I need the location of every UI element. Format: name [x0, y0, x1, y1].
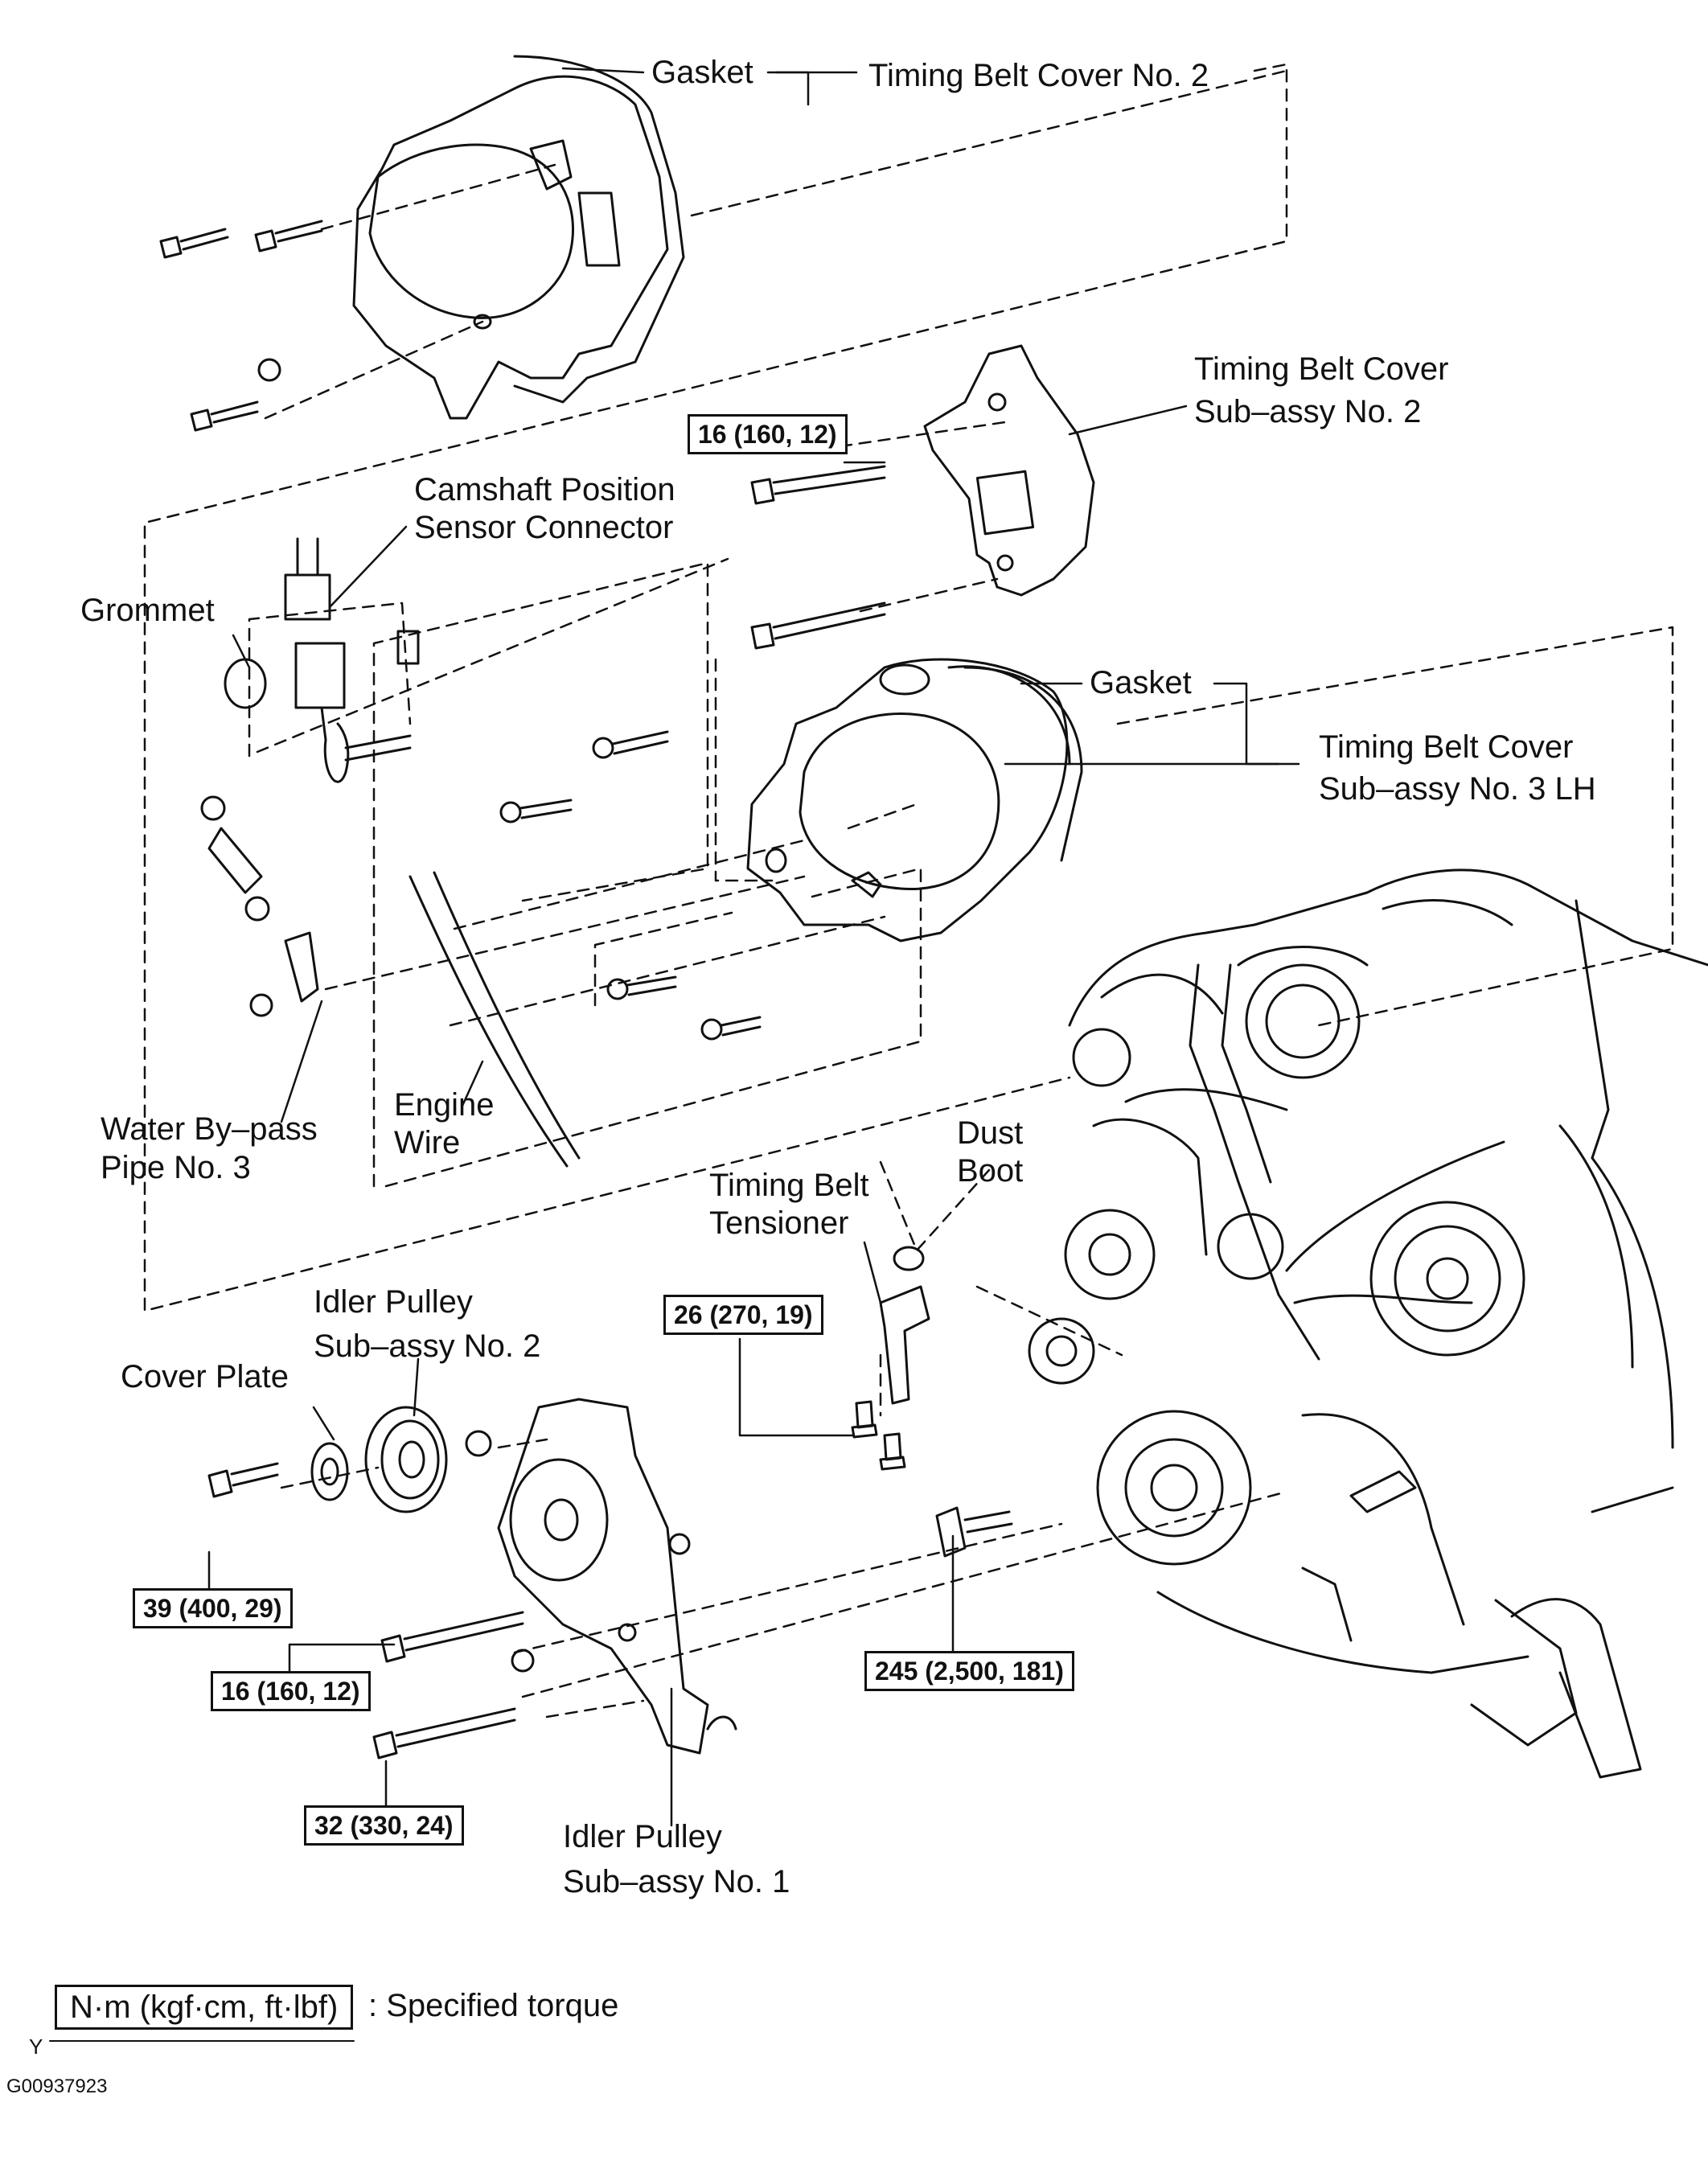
torque-box: 16 (160, 12): [688, 414, 848, 454]
idler-pulleys: [207, 1406, 492, 1513]
tensioner: [851, 1246, 930, 1471]
torque-box: 39 (400, 29): [133, 1588, 293, 1628]
timing-belt-cover-no2: [352, 55, 685, 420]
dashed-leaders: [143, 63, 1674, 1718]
crank-bolt: [935, 1506, 1013, 1558]
label-water-bypass-line2: Pipe No. 3: [101, 1150, 251, 1185]
torque-box: 26 (270, 19): [663, 1295, 823, 1335]
engine-wire: [409, 871, 581, 1168]
idler-bracket: [372, 1398, 737, 1760]
label-engine-wire-line2: Wire: [394, 1125, 461, 1160]
torque-box: 245 (2,500, 181): [864, 1651, 1074, 1691]
bolts-cover-no3: [499, 730, 762, 1041]
torque-box: 16 (160, 12): [211, 1671, 371, 1711]
engine-block: [1028, 868, 1708, 1779]
label-timing-belt-cover-no2: Timing Belt Cover No. 2: [868, 58, 1209, 93]
label-grommet: Grommet: [80, 593, 215, 628]
label-idler-no1-line1: Idler Pulley: [563, 1819, 722, 1854]
timing-belt-cover-no3: [746, 658, 1083, 942]
bolts-cover-no2: [750, 465, 886, 650]
label-tensioner-line2: Tensioner: [709, 1205, 849, 1241]
label-idler-no1-line2: Sub–assy No. 1: [563, 1864, 790, 1899]
label-cover-no3-line2: Sub–assy No. 3 LH: [1319, 771, 1596, 807]
legend-torque-box: N·m (kgf·cm, ft·lbf): [55, 1985, 354, 2030]
label-cover-no3-line1: Timing Belt Cover: [1319, 729, 1574, 765]
label-cover-subassy-no2-line1: Timing Belt Cover: [1194, 351, 1449, 387]
label-gasket-top: Gasket: [651, 55, 753, 90]
label-gasket-mid: Gasket: [1090, 665, 1192, 700]
label-camshaft-sensor-line1: Camshaft Position: [414, 472, 675, 507]
timing-belt-cover-subassy-no2: [923, 344, 1095, 597]
corner-mark: Y: [29, 2035, 43, 2059]
label-camshaft-sensor-line2: Sensor Connector: [414, 510, 674, 545]
label-engine-wire-line1: Engine: [394, 1087, 495, 1123]
torque-box: 32 (330, 24): [304, 1805, 464, 1846]
bolts-top: [159, 220, 323, 432]
label-dust-boot-line2: Boot: [957, 1153, 1024, 1189]
water-bypass-pipe: [200, 795, 319, 1017]
sensor-connector: [224, 537, 420, 783]
label-idler-no2-line2: Sub–assy No. 2: [314, 1328, 541, 1364]
label-tensioner-line1: Timing Belt: [709, 1168, 869, 1203]
solid-leaders: [207, 67, 1300, 1839]
figure-id: G00937923: [6, 2076, 108, 2097]
legend-text: : Specified torque: [368, 1988, 619, 2023]
label-cover-subassy-no2-line2: Sub–assy No. 2: [1194, 394, 1422, 429]
label-cover-plate: Cover Plate: [121, 1359, 289, 1394]
label-water-bypass-line1: Water By–pass: [101, 1111, 318, 1147]
label-idler-no2-line1: Idler Pulley: [314, 1284, 473, 1320]
label-dust-boot-line1: Dust: [957, 1115, 1024, 1151]
